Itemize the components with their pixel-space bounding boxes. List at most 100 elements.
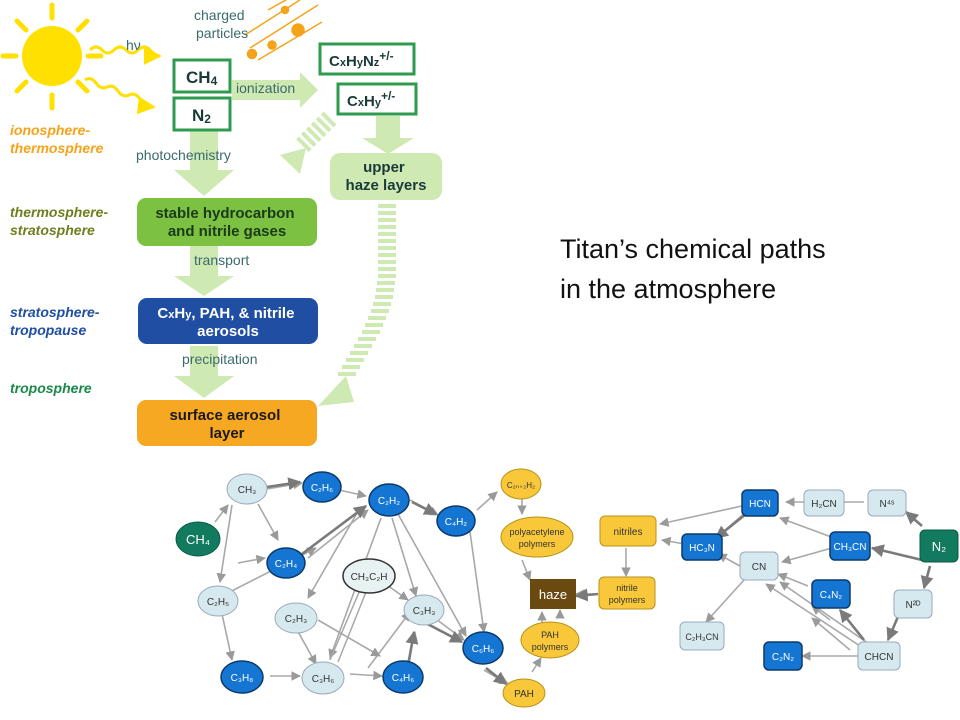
svg-text:C₂ₙ₊₂H₂: C₂ₙ₊₂H₂	[507, 481, 535, 490]
svg-text:C₄N₂: C₄N₂	[820, 590, 843, 601]
node-pah: PAH	[502, 678, 546, 708]
aerosols-box: CxHy, PAH, & nitrile aerosols	[138, 298, 318, 344]
upper-haze-box: upper haze layers	[330, 153, 442, 200]
node-hc3n: HC₃N	[681, 533, 723, 561]
node-cn: CN	[739, 551, 779, 581]
node-c2n2: C₂N₂	[763, 641, 803, 671]
svg-text:HC₃N: HC₃N	[689, 543, 715, 554]
layer-thermosphere-label: thermosphere- stratosphere	[10, 204, 112, 238]
svg-text:H₂CN: H₂CN	[811, 499, 837, 510]
node-c6h6: C₆H₆	[462, 631, 504, 665]
svg-text:CxHyNz+/-: CxHyNz+/-	[329, 49, 394, 70]
photon-wave-upper	[88, 45, 162, 65]
node-c2h4: C₂H₄	[266, 547, 306, 579]
stable-gases-box: stable hydrocarbon and nitrile gases	[137, 198, 317, 246]
svg-text:surface aerosol layer: surface aerosol layer	[169, 407, 284, 442]
node-c4h2: C₄H₂	[436, 505, 476, 537]
node-c3h8: C₃H₈	[220, 660, 264, 694]
node-c2h3cn: C₂H₃CN	[679, 621, 725, 651]
node-n2: N₂	[919, 529, 959, 563]
charged-particles-icon	[244, 0, 323, 61]
svg-text:N²ᴰ: N²ᴰ	[905, 600, 921, 611]
svg-text:C₂H₃: C₂H₃	[285, 614, 307, 625]
node-haze: haze	[530, 579, 576, 609]
node-hcn: HCN	[741, 489, 779, 517]
cxhynz-box: CxHyNz+/-	[318, 42, 416, 76]
node-c4n2: C₄N₂	[811, 579, 851, 609]
layer-stratosphere-label: stratosphere- tropopause	[10, 304, 103, 338]
n2-box: N2	[172, 96, 232, 132]
node-h2cn: H₂CN	[803, 489, 845, 517]
svg-text:C₄H₆: C₄H₆	[392, 673, 415, 684]
node-c2h6: C₂H₆	[302, 471, 342, 503]
svg-text:HCN: HCN	[749, 499, 771, 510]
network-nodes: CH₄ CH₃ C₂H₆ C₂H₂ C₄H₂ C₂ₙ₊₂H₂ polyacety…	[175, 468, 959, 708]
layer-troposphere-label: troposphere	[10, 380, 92, 396]
svg-text:PAH: PAH	[514, 689, 534, 700]
node-c2h2: C₂H₂	[368, 483, 410, 517]
cxhy-box: CxHy+/-	[336, 82, 418, 116]
svg-text:upper haze layers: upper haze layers	[346, 159, 427, 194]
node-ch3: CH₃	[226, 473, 268, 505]
svg-text:CN: CN	[752, 562, 766, 573]
layer-ionosphere-label: ionosphere- thermosphere	[10, 122, 104, 156]
svg-text:C₃H₃: C₃H₃	[413, 606, 436, 617]
svg-text:stable hydrocarbon and n: stable hydrocarbon and nitrile gases	[155, 205, 298, 240]
photon-wave-lower	[84, 77, 156, 115]
ch4-box: CH4	[172, 58, 232, 94]
node-c3h3: C₃H₃	[403, 594, 445, 626]
svg-text:N⁴ˢ: N⁴ˢ	[880, 499, 896, 510]
svg-text:CHCN: CHCN	[865, 652, 894, 663]
svg-text:C₂H₄: C₂H₄	[275, 559, 297, 570]
photochemistry-label: photochemistry	[136, 147, 231, 163]
svg-text:C₃H₆: C₃H₆	[312, 674, 335, 685]
photon-label: hν	[126, 37, 141, 53]
node-c2h3: C₂H₃	[274, 602, 318, 634]
node-n4s: N⁴ˢ	[867, 489, 907, 517]
svg-text:N2: N2	[192, 106, 211, 126]
svg-text:CH₄: CH₄	[186, 532, 210, 547]
svg-text:C₂N₂: C₂N₂	[772, 652, 794, 663]
node-c2h5: C₂H₅	[197, 585, 239, 617]
svg-text:C₂H₂: C₂H₂	[378, 496, 400, 507]
node-ch4: CH₄	[175, 521, 221, 557]
sun-icon	[0, 2, 104, 111]
surface-layer-box: surface aerosol layer	[137, 400, 317, 446]
svg-text:N₂: N₂	[932, 539, 946, 554]
svg-text:C₄H₂: C₄H₂	[445, 517, 468, 528]
ionization-label: ionization	[236, 80, 295, 96]
diagram-title: Titan’s chemical paths in the atmosphere	[560, 234, 833, 304]
node-chcn: CHCN	[857, 641, 901, 671]
node-ch3cn: CH₃CN	[829, 531, 871, 561]
svg-text:CH₃: CH₃	[238, 485, 257, 496]
svg-text:nitriles: nitriles	[614, 527, 643, 538]
node-c2nh2: C₂ₙ₊₂H₂	[500, 468, 542, 500]
svg-text:CxHy+/-: CxHy+/-	[347, 89, 395, 110]
node-c3h6: C₃H₆	[301, 661, 345, 695]
svg-text:C₂H₅: C₂H₅	[207, 597, 229, 608]
svg-text:CxHy, PAH, & nitrile aer: CxHy, PAH, & nitrile aerosols	[157, 305, 298, 340]
precipitation-label: precipitation	[182, 351, 258, 367]
node-ch3c2h: CH₃C₂H	[342, 558, 396, 594]
node-c4h6: C₄H₆	[382, 660, 424, 694]
svg-text:C₆H₆: C₆H₆	[472, 644, 495, 655]
svg-text:C₂H₃CN: C₂H₃CN	[685, 632, 718, 642]
node-n2d: N²ᴰ	[893, 589, 933, 619]
pale-arrows	[174, 72, 414, 398]
svg-text:C₃H₈: C₃H₈	[231, 673, 254, 684]
ch3c2h-double-lines	[329, 589, 367, 663]
svg-text:haze: haze	[539, 587, 567, 602]
svg-text:CH₃CN: CH₃CN	[834, 542, 867, 553]
transport-label: transport	[194, 252, 249, 268]
svg-text:CH4: CH4	[186, 68, 218, 88]
svg-text:C₂H₆: C₂H₆	[311, 483, 333, 494]
dashed-diagonal-arrow	[280, 111, 337, 174]
node-nitriles: nitriles	[599, 515, 657, 547]
dashed-haze-arrow	[318, 204, 396, 406]
